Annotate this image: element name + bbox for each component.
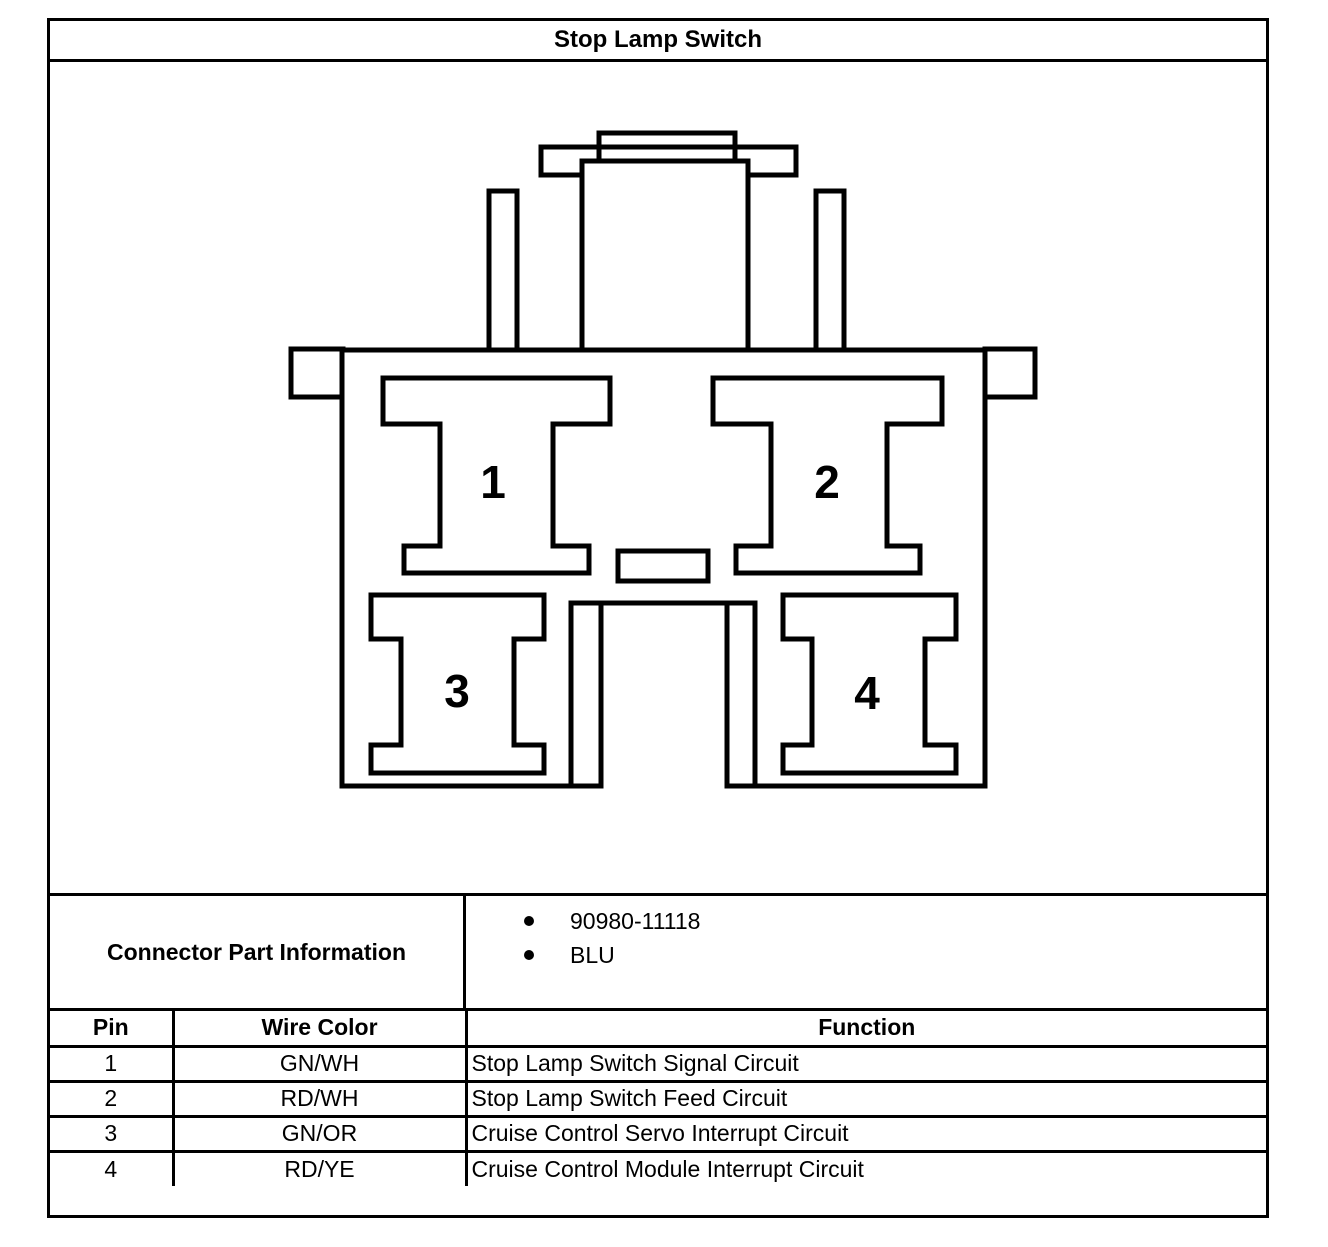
left-post bbox=[486, 188, 520, 354]
table-header-row: Pin Wire Color Function bbox=[50, 1011, 1266, 1048]
cavity-4 bbox=[780, 592, 959, 776]
wire-color-cell: RD/WH bbox=[171, 1079, 468, 1118]
bullet-icon bbox=[524, 916, 534, 926]
pin-table: Pin Wire Color Function 1 GN/WH Stop Lam… bbox=[50, 1011, 1266, 1186]
header-wire-color: Wire Color bbox=[171, 1011, 468, 1048]
function-cell: Stop Lamp Switch Signal Circuit bbox=[464, 1044, 1266, 1083]
latch-body bbox=[579, 158, 751, 354]
cavity-3 bbox=[368, 592, 547, 776]
connector-diagram: 1 2 3 4 bbox=[50, 62, 1266, 893]
connector-part-info-row: Connector Part Information 90980-11118 B… bbox=[50, 893, 1266, 1011]
table-row: 3 GN/OR Cruise Control Servo Interrupt C… bbox=[50, 1114, 1266, 1153]
pin-cell: 2 bbox=[50, 1079, 175, 1118]
table-row: 4 RD/YE Cruise Control Module Interrupt … bbox=[50, 1149, 1266, 1186]
pin-cell: 3 bbox=[50, 1114, 175, 1153]
pin-label-2: 2 bbox=[814, 456, 840, 508]
wire-color-cell: GN/WH bbox=[171, 1044, 468, 1083]
cavity-1 bbox=[380, 375, 613, 576]
wire-color-cell: RD/YE bbox=[171, 1149, 468, 1186]
table-row: 1 GN/WH Stop Lamp Switch Signal Circuit bbox=[50, 1044, 1266, 1083]
connector-color-text: BLU bbox=[570, 941, 615, 968]
table-row: 2 RD/WH Stop Lamp Switch Feed Circuit bbox=[50, 1079, 1266, 1118]
function-cell: Stop Lamp Switch Feed Circuit bbox=[464, 1079, 1266, 1118]
key-notch bbox=[568, 600, 758, 786]
right-post bbox=[813, 188, 847, 354]
pin-cell: 4 bbox=[50, 1149, 175, 1186]
function-cell: Cruise Control Servo Interrupt Circuit bbox=[464, 1114, 1266, 1153]
pin-label-4: 4 bbox=[854, 667, 880, 719]
function-cell: Cruise Control Module Interrupt Circuit bbox=[464, 1149, 1266, 1186]
header-function: Function bbox=[464, 1011, 1266, 1048]
part-number-text: 90980-11118 bbox=[570, 907, 701, 934]
left-tab bbox=[288, 346, 346, 400]
cavity-2 bbox=[710, 375, 945, 576]
center-key bbox=[615, 548, 711, 584]
pin-label-1: 1 bbox=[480, 456, 506, 508]
pin-cell: 1 bbox=[50, 1044, 175, 1083]
header-pin: Pin bbox=[50, 1011, 175, 1048]
bullet-icon bbox=[524, 950, 534, 960]
connector-part-info-label: Connector Part Information bbox=[50, 896, 466, 1008]
connector-part-info-list: 90980-11118 BLU bbox=[466, 896, 1266, 1008]
wire-color-cell: GN/OR bbox=[171, 1114, 468, 1153]
pin-label-3: 3 bbox=[444, 665, 470, 717]
page-title: Stop Lamp Switch bbox=[50, 21, 1266, 62]
connector-face-drawing: 1 2 3 4 bbox=[288, 130, 1038, 789]
connector-sheet: Stop Lamp Switch bbox=[47, 18, 1269, 1218]
right-tab bbox=[982, 346, 1038, 400]
housing-outline bbox=[339, 347, 988, 789]
